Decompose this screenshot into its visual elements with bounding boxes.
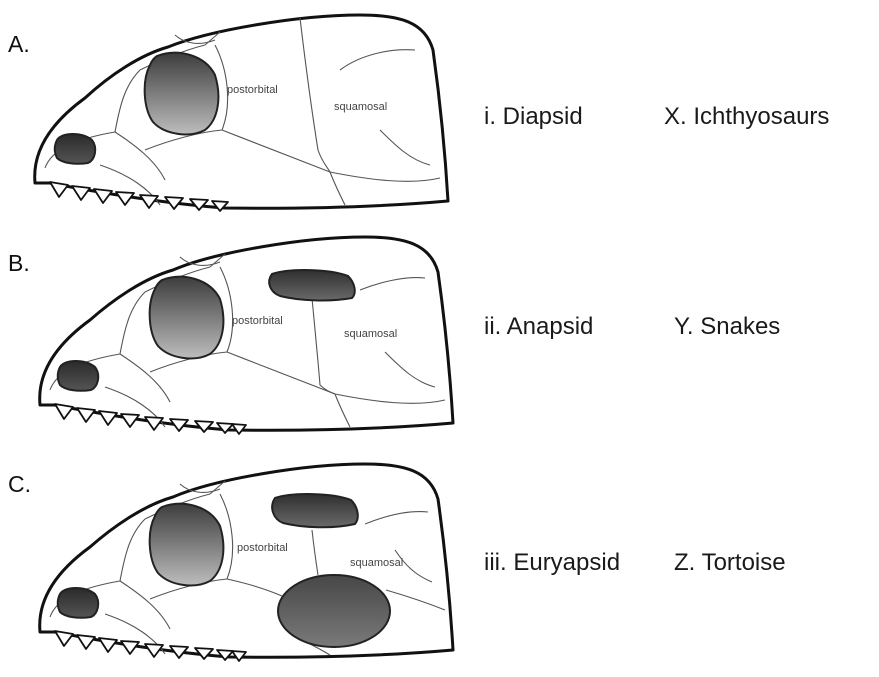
panel-letter-c: C.	[8, 471, 31, 497]
option-animal-x: X. Ichthyosaurs	[664, 103, 829, 130]
nostril-opening	[55, 134, 95, 164]
nostril-opening	[58, 361, 98, 391]
option-animal-z: Z. Tortoise	[674, 549, 786, 576]
postorbital-label: postorbital	[237, 542, 288, 554]
eye-socket	[150, 277, 224, 359]
option-skull-type-iii: iii. Euryapsid	[484, 549, 620, 576]
option-skull-type-ii: ii. Anapsid	[484, 313, 593, 340]
squamosal-label: squamosal	[334, 101, 387, 113]
panel-letter-b: B.	[8, 250, 30, 276]
squamosal-label: squamosal	[350, 557, 403, 569]
squamosal-label: squamosal	[344, 328, 397, 340]
upper-temporal-opening	[269, 270, 355, 300]
option-skull-type-i: i. Diapsid	[484, 103, 583, 130]
option-animal-y: Y. Snakes	[674, 313, 780, 340]
skull-a: A.	[8, 15, 448, 211]
skull-c: C.	[8, 464, 453, 661]
eye-socket	[150, 504, 224, 586]
eye-socket	[145, 53, 219, 135]
panel-letter-a: A.	[8, 31, 30, 57]
postorbital-label: postorbital	[232, 315, 283, 327]
upper-temporal-opening	[272, 494, 358, 527]
skull-b: B.	[8, 237, 453, 434]
nostril-opening	[58, 588, 98, 618]
skull-type-options: i. Diapsid ii. Anapsid iii. Euryapsid	[484, 103, 620, 576]
animal-group-options: X. Ichthyosaurs Y. Snakes Z. Tortoise	[664, 103, 829, 576]
lower-temporal-opening	[278, 575, 390, 647]
postorbital-label: postorbital	[227, 84, 278, 96]
